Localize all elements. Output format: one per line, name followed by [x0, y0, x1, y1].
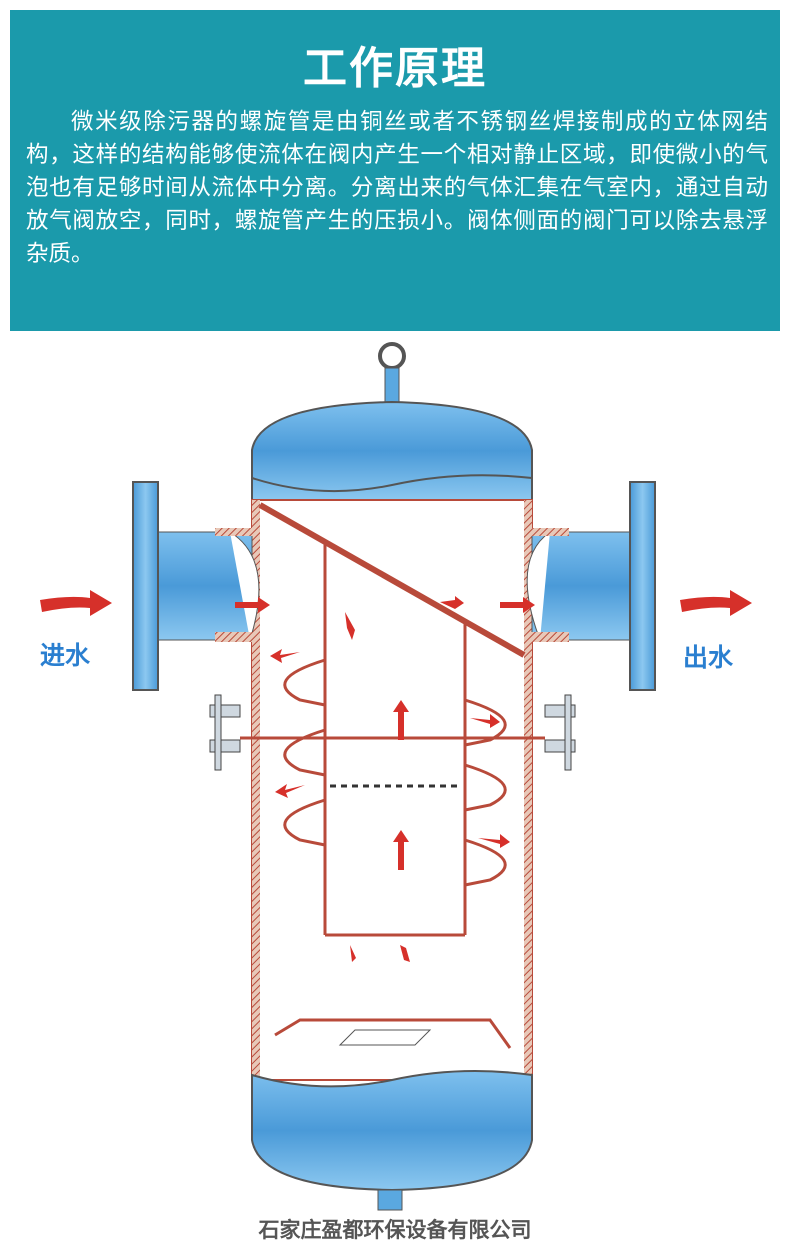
- drain-outlet: [377, 1189, 403, 1211]
- company-name: 石家庄盈都环保设备有限公司: [258, 1217, 532, 1242]
- inlet-arrow-icon: [40, 590, 112, 616]
- bottom-screen: [274, 1018, 512, 1049]
- header-panel: 工作原理 微米级除污器的螺旋管是由铜丝或者不锈钢丝焊接制成的立体网结构，这样的结…: [10, 10, 780, 331]
- diagonal-baffle: [258, 502, 526, 658]
- outlet-label: 出水: [683, 643, 734, 672]
- inlet-label: 进水: [40, 641, 91, 670]
- page-title: 工作原理: [303, 43, 487, 94]
- flow-arrows: [40, 590, 752, 962]
- flange-bolts: [209, 694, 576, 771]
- outlet-arrow-icon: [680, 590, 752, 616]
- bottom-dome: [251, 1070, 533, 1192]
- outlet-pipe: [524, 481, 656, 691]
- spiral-coil: [283, 658, 507, 887]
- lifting-ring-icon: [378, 342, 406, 409]
- vessel-body: [251, 499, 533, 1081]
- description-paragraph: 微米级除污器的螺旋管是由铜丝或者不锈钢丝焊接制成的立体网结构，这样的结构能够使流…: [26, 109, 768, 267]
- inlet-pipe: [132, 481, 260, 691]
